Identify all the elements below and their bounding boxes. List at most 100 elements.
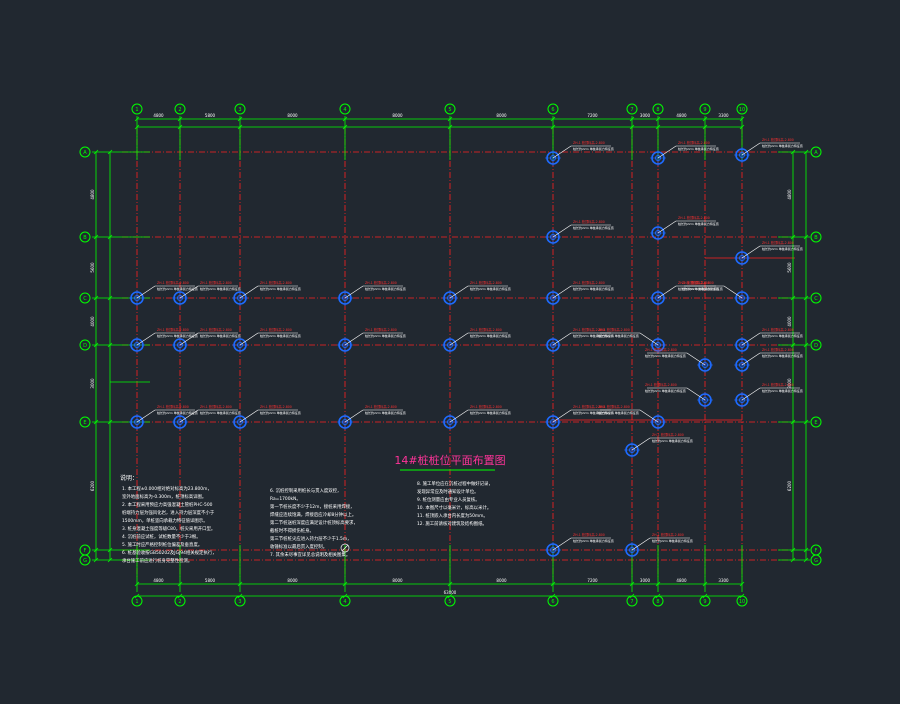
- pile-leader: [657, 220, 677, 234]
- dimension-tick: [107, 342, 113, 348]
- axis-label: 1: [135, 599, 138, 605]
- axis-label: 9: [703, 599, 706, 605]
- axis-bubble: [810, 292, 822, 304]
- drawing-title-block: 14#桩桩位平面布置图: [394, 453, 506, 471]
- axis-bubble: [234, 103, 246, 115]
- axis-label: E: [814, 420, 817, 426]
- axis-label: 2: [178, 599, 181, 605]
- pile-sub-text: 桩长约22m 单桩承载力特征值: [157, 333, 198, 338]
- pile-sub-text: 桩长约22m 单桩承载力特征值: [762, 246, 803, 251]
- pile-leader: [631, 437, 651, 451]
- pile-tag-text: ZH-1 桩顶标高-2.800: [200, 404, 232, 409]
- note-line-col2: 收锤标准以最后贯入度控制。: [270, 543, 327, 550]
- dimension-text: 8000: [392, 113, 403, 118]
- note-line-col3: 10. 本图尺寸以毫米计，标高以米计。: [417, 504, 491, 511]
- general-notes: 说明： 1. 本工程±0.000相对绝对标高为23.800m， 室外地面标高为-…: [120, 474, 493, 564]
- dimension-tick: [107, 547, 113, 553]
- axis-label: E: [83, 420, 86, 426]
- dimension-tick: [629, 581, 635, 587]
- dimension-text: 8000: [496, 113, 507, 118]
- pile-tag-text: ZH-1 桩顶标高-2.800: [157, 404, 189, 409]
- note-line-col1: 1500mm，单桩竖向承载力特征值详图示。: [122, 517, 208, 524]
- note-line-col3: 12. 施工前请核对建筑及结构图纸。: [417, 520, 487, 527]
- axis-label: G: [814, 558, 818, 564]
- dimension-text: 8000: [287, 113, 298, 118]
- note-line-col2: 7. 其余未尽事宜详见总说明及相关图集。: [270, 551, 350, 558]
- axis-label: 2: [178, 107, 181, 113]
- axis-label: A: [814, 150, 818, 156]
- note-line-col3: 9. 桩位测量应由专业人员复核。: [417, 496, 480, 503]
- pile-sub-text: 桩长约22m 单桩承载力特征值: [598, 410, 639, 415]
- pile-tag-text: ZH-1 桩顶标高-2.800: [260, 280, 292, 285]
- note-line-col1: 2. 本工程采用预应力高强混凝土管桩PHC-500: [122, 501, 213, 508]
- axis-label: 6: [551, 107, 554, 113]
- note-line-col2: 截桩时不得损伤桩身。: [270, 527, 314, 534]
- pile-tag-text: ZH-1 桩顶标高-2.800: [365, 327, 397, 332]
- note-line-col1: 6. 桩基验收按GB50202及JGJ94相关规定执行，: [122, 549, 217, 556]
- axis-bubble: [547, 595, 559, 607]
- axis-bubble: [174, 103, 186, 115]
- drawing-title: 14#桩桩位平面布置图: [394, 453, 505, 467]
- axis-label: F: [815, 548, 818, 554]
- pile-sub-text: 桩长约22m 单桩承载力特征值: [260, 410, 301, 415]
- dimension-tick: [177, 124, 183, 130]
- pile-tag-text: ZH-1 桩顶标高-2.800: [573, 532, 605, 537]
- axis-label: 7: [630, 107, 633, 113]
- dimension-tick: [447, 581, 453, 587]
- pile-leader: [344, 285, 364, 299]
- pile-sub-text: 桩长约22m 单桩承载力特征值: [598, 333, 639, 338]
- pile-tag-text: ZH-1 桩顶标高-2.800: [573, 404, 605, 409]
- dimension-tick: [447, 116, 453, 122]
- pile-sub-text: 桩长约22m 单桩承载力特征值: [762, 143, 803, 148]
- pile-sub-text: 桩长约22m 单桩承载力特征值: [573, 333, 614, 338]
- pile-sub-text: 桩长约22m 单桩承载力特征值: [645, 388, 686, 393]
- dimension-tick: [550, 116, 556, 122]
- dimension-tick: [790, 234, 796, 240]
- note-line-col1: 4. 沉桩前应试桩，试桩数量不少于3根。: [122, 533, 201, 540]
- pile-sub-text: 桩长约22m 单桩承载力特征值: [365, 333, 406, 338]
- pile-leader: [741, 352, 761, 366]
- dimension-text: 4800: [90, 189, 95, 200]
- note-line-col3: 8. 施工单位应在沉桩过程中做好记录，: [417, 480, 493, 487]
- pile-tag-text: ZH-1 桩顶标高-2.800: [762, 137, 794, 142]
- pile-leader: [657, 285, 677, 299]
- pile-sub-text: 桩长约22m 单桩承载力特征值: [573, 286, 614, 291]
- dimension-tick: [803, 234, 809, 240]
- pile-sub-text: 桩长约22m 单桩承载力特征值: [200, 410, 241, 415]
- axis-bubble: [810, 231, 822, 243]
- dimension-tick: [237, 116, 243, 122]
- dimension-text: 4000: [787, 316, 792, 327]
- pile-tag-text: ZH-1 桩顶标高-2.800: [573, 327, 605, 332]
- axis-label: D: [814, 343, 818, 349]
- axis-label: 10: [739, 599, 745, 605]
- dimension-tick: [93, 342, 99, 348]
- dimension-text: 5600: [90, 262, 95, 273]
- note-line-col3: 发现异常应及时通知设计单位。: [417, 488, 478, 495]
- dimension-text: 6200: [787, 480, 792, 491]
- dimension-text: 4800: [153, 578, 164, 583]
- pile-leader: [179, 409, 199, 423]
- dimension-tick: [550, 124, 556, 130]
- axis-bubble: [79, 146, 91, 158]
- pile-tag-text: ZH-1 桩顶标高-2.800: [573, 219, 605, 224]
- pile-leader: [741, 332, 761, 346]
- pile-leader: [449, 409, 469, 423]
- axis-bubble: [810, 339, 822, 351]
- dimension-text: 4000: [90, 316, 95, 327]
- axis-bubble: [79, 231, 91, 243]
- pile-tag-text: ZH-1 桩顶标高-2.800: [762, 347, 794, 352]
- pile-sub-text: 桩长约22m 单桩承载力特征值: [573, 410, 614, 415]
- pile-leader: [239, 409, 259, 423]
- axis-label: B: [814, 235, 818, 241]
- axis-bubble: [626, 103, 638, 115]
- pile-sub-text: 桩长约22m 单桩承载力特征值: [762, 353, 803, 358]
